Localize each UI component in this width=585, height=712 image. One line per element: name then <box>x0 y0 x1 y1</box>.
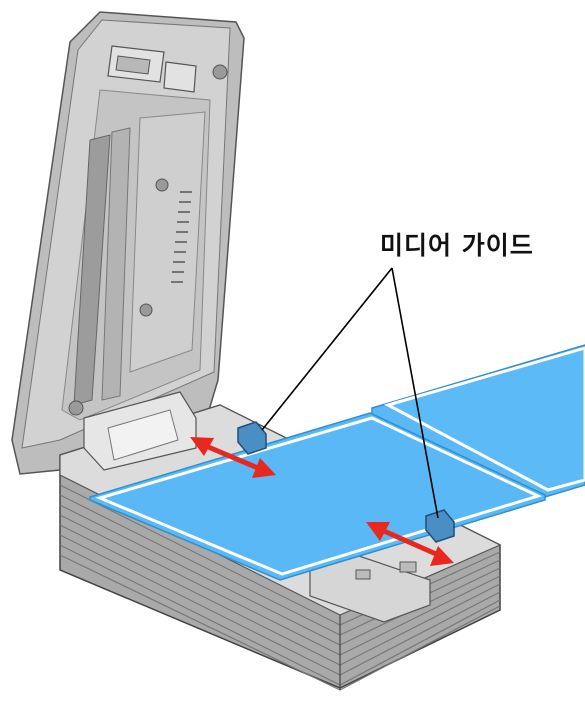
adjust-arrow-left <box>190 437 276 478</box>
adjust-arrow-right <box>366 522 454 566</box>
callout-lines <box>261 267 439 519</box>
callout-label: 미디어 가이드 <box>380 231 534 260</box>
printer-lid <box>11 11 245 475</box>
media-guide-right <box>425 509 455 543</box>
media-labels <box>89 344 585 581</box>
media-guide-left <box>237 421 267 455</box>
